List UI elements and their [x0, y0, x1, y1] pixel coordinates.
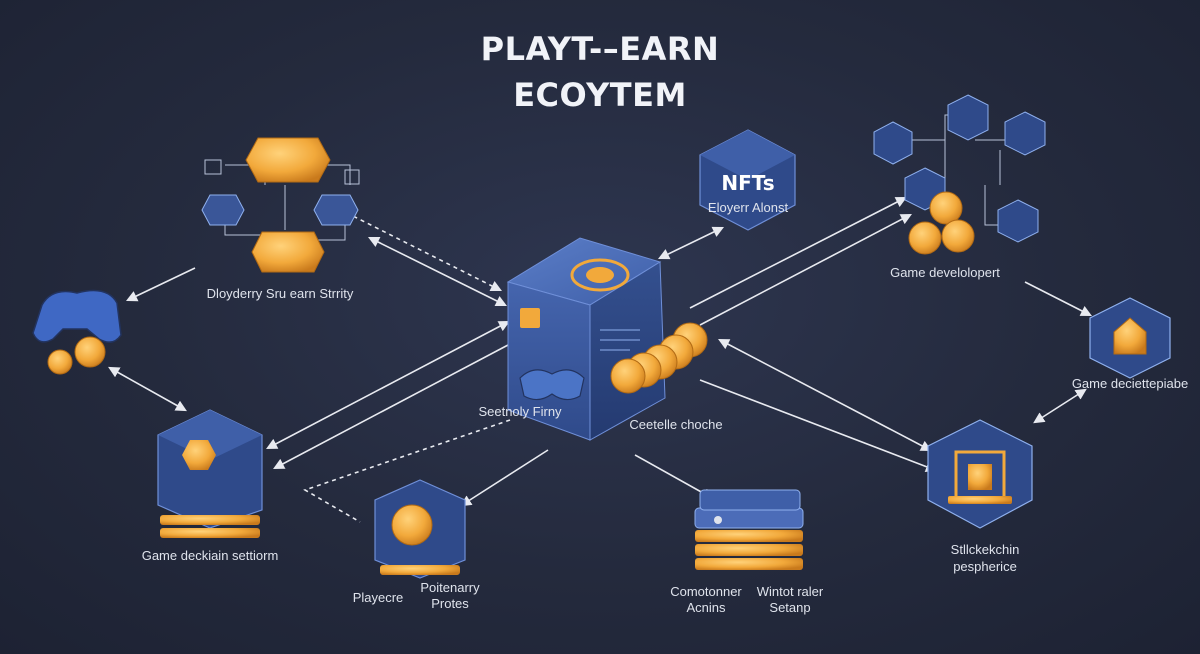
arrow-center-platform-2 [273, 344, 509, 470]
players-label-1: Playecre [352, 590, 404, 605]
player-token-icon [374, 479, 466, 579]
arrow-center-blockchain-2 [699, 379, 938, 473]
coin-circuit-icon [201, 137, 360, 273]
server-stack-icon [694, 489, 804, 570]
players-label-3: Protes [431, 596, 469, 611]
platform-label: Game deckiain settiorm [141, 548, 279, 563]
strategy-label: Dloyderry Sru earn Strrity [206, 286, 354, 301]
developer-network-icon [873, 94, 1046, 255]
arrow-center-stack [634, 454, 714, 500]
gamepad-icon [32, 289, 122, 375]
arrow-strategy-gamepad [125, 267, 196, 302]
arrow-strategy-center-1 [367, 236, 508, 307]
arrow-nfts-center [657, 226, 725, 260]
shield-cube-icon [1089, 297, 1171, 379]
players-label-2: Poitenarry [420, 580, 480, 595]
platform-cube-icon [157, 409, 263, 538]
arrow-gamepad-platform [108, 366, 187, 412]
nft-badge-text: NFTs [721, 171, 774, 195]
stack-label-3: Wintot raler [756, 584, 824, 599]
arrow-strategy-center-2 [344, 211, 503, 292]
arrow-developer-marketplace [1024, 281, 1092, 317]
arrow-marketplace-blockchain [1033, 388, 1087, 424]
center-label-2: Ceetelle choche [629, 417, 723, 432]
blockchain-cube-icon [927, 419, 1033, 529]
title-line-2: ECOYTEM [513, 76, 687, 114]
arrow-center-players [460, 449, 549, 507]
blockchain-label-2: pespherice [953, 559, 1017, 574]
nfts-label: Eloyerr Alonst [707, 200, 789, 215]
stack-label-2: Acnins [686, 600, 726, 615]
stack-label-1: Comotonner [670, 584, 742, 599]
arrow-center-developer-1 [689, 196, 907, 309]
arrow-center-blockchain-1 [718, 338, 932, 452]
title-line-1: PLAYT-–EARN [480, 30, 720, 68]
connectors [108, 196, 1092, 523]
token-hub-icon [506, 237, 708, 441]
center-label-1: Seetnoly Firny [478, 404, 562, 419]
dashed-center-players [303, 419, 511, 523]
arrow-center-platform-1 [266, 320, 510, 450]
blockchain-label-1: Stllckekchin [950, 542, 1020, 557]
arrow-center-developer-2 [699, 213, 912, 326]
stack-label-4: Setanp [769, 600, 811, 615]
nft-cube-icon [699, 129, 796, 231]
developer-label: Game develolopert [890, 265, 1000, 280]
marketplace-label: Game deciettepiabe [1071, 376, 1189, 391]
